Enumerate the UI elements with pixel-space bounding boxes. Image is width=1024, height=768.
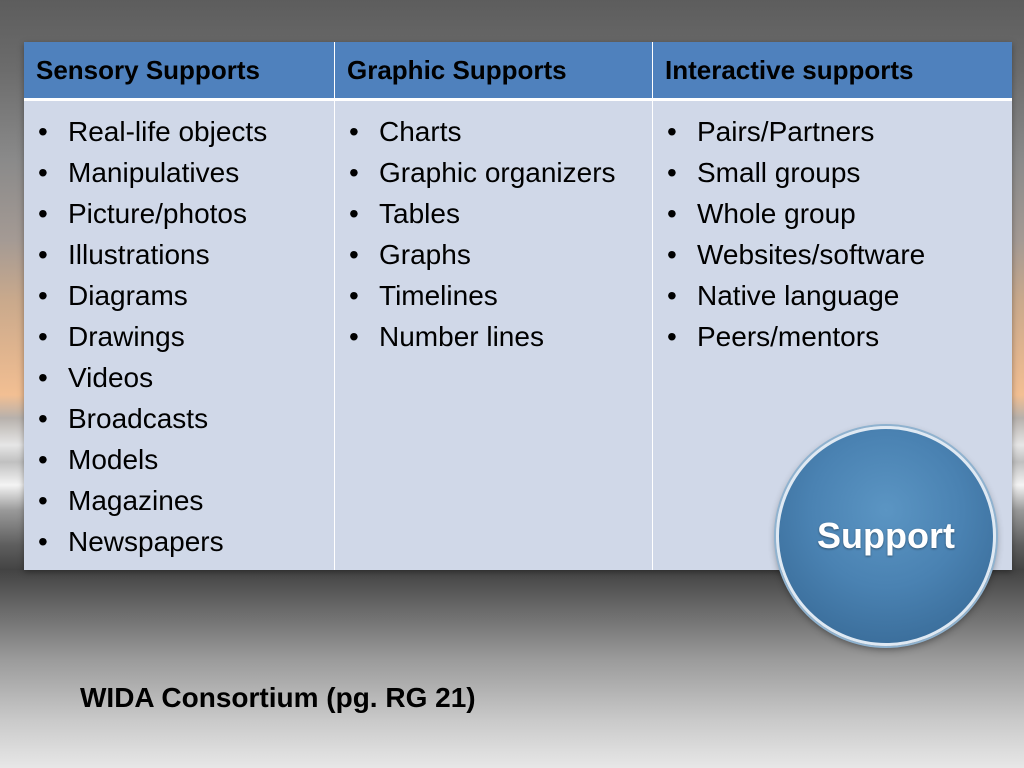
list-item: Graphs [343,234,644,275]
list-item: Picture/photos [32,193,326,234]
interactive-supports-list: Pairs/Partners Small groups Whole group … [661,111,1004,357]
list-item: Small groups [661,152,1004,193]
header-graphic-supports: Graphic Supports [334,42,653,101]
header-sensory-supports: Sensory Supports [24,42,335,101]
list-item: Charts [343,111,644,152]
list-item: Tables [343,193,644,234]
list-item: Manipulatives [32,152,326,193]
support-badge-label: Support [817,515,955,556]
list-item: Models [32,439,326,480]
graphic-supports-cell: Charts Graphic organizers Tables Graphs … [334,99,653,570]
list-item: Magazines [32,480,326,521]
sensory-supports-cell: Real-life objects Manipulatives Picture/… [24,99,335,570]
sensory-supports-list: Real-life objects Manipulatives Picture/… [32,111,326,562]
graphic-supports-list: Charts Graphic organizers Tables Graphs … [343,111,644,357]
list-item: Websites/software [661,234,1004,275]
list-item: Diagrams [32,275,326,316]
interactive-supports-cell: Pairs/Partners Small groups Whole group … [652,99,1012,570]
list-item: Illustrations [32,234,326,275]
support-badge: Support [776,426,996,646]
list-item: Videos [32,357,326,398]
list-item: Broadcasts [32,398,326,439]
content-row: Real-life objects Manipulatives Picture/… [24,99,1012,570]
list-item: Graphic organizers [343,152,644,193]
list-item: Pairs/Partners [661,111,1004,152]
list-item: Native language [661,275,1004,316]
list-item: Peers/mentors [661,316,1004,357]
list-item: Real-life objects [32,111,326,152]
header-interactive-supports: Interactive supports [652,42,1012,101]
header-row: Sensory Supports Graphic Supports Intera… [24,42,1012,101]
list-item: Drawings [32,316,326,357]
list-item: Newspapers [32,521,326,562]
list-item: Whole group [661,193,1004,234]
citation-text: WIDA Consortium (pg. RG 21) [80,682,476,713]
list-item: Timelines [343,275,644,316]
supports-table: Sensory Supports Graphic Supports Intera… [24,42,1012,570]
list-item: Number lines [343,316,644,357]
